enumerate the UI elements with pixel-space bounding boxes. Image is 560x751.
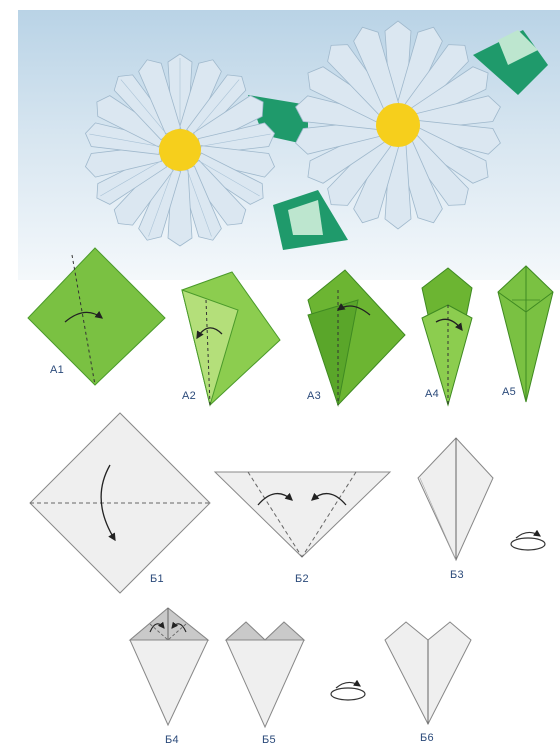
step-label-b2: Б2 xyxy=(295,573,309,585)
step-b1-diagram xyxy=(30,413,210,593)
step-b4-diagram xyxy=(130,608,208,725)
step-label-a4: A4 xyxy=(425,388,439,400)
step-b2-diagram xyxy=(215,472,390,557)
step-label-b5: Б5 xyxy=(262,734,276,746)
step-a3-diagram xyxy=(308,270,405,405)
step-a5-diagram xyxy=(498,266,553,402)
step-label-b1: Б1 xyxy=(150,573,164,585)
step-b6-diagram xyxy=(385,622,471,724)
step-label-a5: A5 xyxy=(502,386,516,398)
turn-over-icon xyxy=(511,532,545,550)
step-a2-diagram xyxy=(182,272,280,405)
step-label-a1: A1 xyxy=(50,364,64,376)
turn-over-icon xyxy=(331,682,365,700)
step-label-a3: A3 xyxy=(307,390,321,402)
step-b3-diagram xyxy=(418,438,493,560)
step-label-b3: Б3 xyxy=(450,569,464,581)
step-b5-diagram xyxy=(226,622,304,727)
step-label-a2: A2 xyxy=(182,390,196,402)
step-a4-diagram xyxy=(422,268,472,405)
step-label-b6: Б6 xyxy=(420,732,434,744)
step-label-b4: Б4 xyxy=(165,734,179,746)
step-a1-diagram xyxy=(28,248,165,385)
